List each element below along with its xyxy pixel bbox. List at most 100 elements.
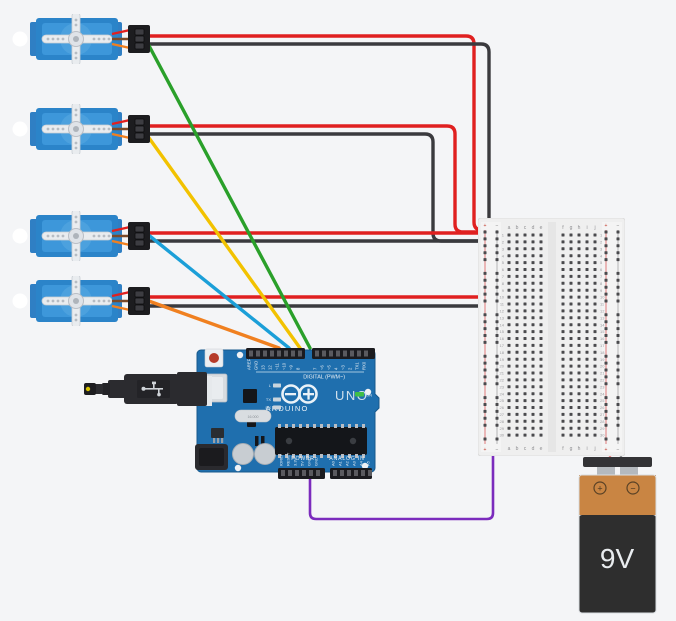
svg-text:8: 8: [296, 367, 301, 370]
svg-text:j: j: [593, 225, 595, 231]
arduino-logo: [281, 384, 318, 404]
svg-text:12: 12: [268, 365, 273, 370]
svg-text:~6: ~6: [320, 365, 325, 370]
svg-text:14: 14: [500, 322, 505, 327]
svg-text:f: f: [562, 225, 564, 231]
svg-text:26: 26: [500, 405, 505, 410]
svg-text:29: 29: [500, 426, 505, 431]
svg-text:IOREF: IOREF: [279, 453, 284, 466]
svg-text:9: 9: [600, 288, 603, 293]
svg-text:10: 10: [500, 295, 505, 300]
usb-cable[interactable]: [82, 368, 212, 413]
svg-text:23: 23: [500, 384, 505, 389]
svg-text:15: 15: [500, 329, 505, 334]
svg-text:15: 15: [600, 329, 605, 334]
svg-text:~3: ~3: [341, 365, 346, 370]
servo-motor-3[interactable]: [8, 211, 168, 261]
crystal-label: 16.000: [248, 415, 259, 419]
svg-text:13: 13: [500, 315, 505, 320]
svg-text:18: 18: [600, 350, 605, 355]
svg-text:5: 5: [502, 260, 505, 265]
svg-text:g: g: [570, 446, 573, 452]
battery-9v[interactable]: + − 9V: [575, 455, 660, 615]
svg-text:GND: GND: [314, 457, 319, 466]
svg-text:a: a: [508, 225, 511, 231]
svg-text:13: 13: [261, 365, 266, 370]
atmega-ic: [275, 427, 367, 455]
svg-text:RESET: RESET: [286, 452, 291, 466]
svg-text:17: 17: [600, 343, 605, 348]
svg-text:16: 16: [500, 336, 505, 341]
battery-minus-marker: −: [630, 484, 635, 494]
svg-text:4: 4: [502, 253, 505, 258]
svg-text:23: 23: [600, 384, 605, 389]
svg-text:A2: A2: [345, 460, 350, 466]
svg-text:27: 27: [500, 412, 505, 417]
svg-text:2: 2: [348, 367, 353, 370]
digital-header-label: DIGITAL (PWM~): [303, 375, 345, 381]
svg-text:−: −: [496, 447, 499, 453]
analog-header-label: ANALOG IN: [329, 456, 364, 462]
svg-text:1: 1: [600, 233, 603, 238]
led-l-label: L: [269, 383, 272, 388]
svg-text:7: 7: [502, 274, 505, 279]
svg-text:h: h: [578, 446, 581, 452]
svg-text:20: 20: [600, 364, 605, 369]
svg-text:11: 11: [600, 302, 605, 307]
arduino-model-label: UNO: [335, 388, 368, 403]
svg-text:10: 10: [600, 295, 605, 300]
svg-text:c: c: [524, 446, 527, 452]
svg-text:A1: A1: [338, 460, 343, 466]
svg-text:28: 28: [600, 419, 605, 424]
servo-motor-1[interactable]: [8, 14, 168, 64]
svg-text:21: 21: [600, 371, 605, 376]
svg-text:27: 27: [600, 412, 605, 417]
battery-graphic: + − 9V: [578, 457, 657, 614]
svg-text:d: d: [532, 446, 535, 452]
svg-text:22: 22: [500, 378, 505, 383]
usb-cable-graphic: [84, 372, 212, 406]
svg-text:−: −: [496, 223, 499, 229]
svg-text:A0: A0: [331, 460, 336, 466]
svg-text:c: c: [524, 225, 527, 231]
svg-text:i: i: [586, 446, 587, 452]
svg-text:~5: ~5: [327, 365, 332, 370]
led-on-label: ON: [366, 393, 372, 398]
svg-text:5: 5: [600, 260, 603, 265]
svg-text:3.3V: 3.3V: [293, 457, 298, 466]
svg-text:11: 11: [500, 302, 505, 307]
svg-text:3: 3: [600, 246, 603, 251]
svg-text:4: 4: [600, 253, 603, 258]
svg-text:−: −: [617, 223, 620, 229]
svg-text:i: i: [586, 225, 587, 231]
led-tx-label: TX: [266, 397, 271, 402]
servo-4-graphic: [12, 276, 150, 326]
svg-text:26: 26: [600, 405, 605, 410]
wire-servo1-ground: [148, 42, 494, 241]
servo-motor-2[interactable]: [8, 104, 168, 154]
svg-text:~11: ~11: [275, 363, 280, 370]
svg-text:19: 19: [500, 357, 505, 362]
svg-text:12: 12: [500, 309, 505, 314]
svg-text:f: f: [562, 446, 564, 452]
svg-text:A4: A4: [359, 460, 364, 466]
battery-voltage-label: 9V: [600, 543, 635, 574]
svg-text:8: 8: [600, 281, 603, 286]
usb-icon: [141, 381, 163, 397]
svg-text:30: 30: [600, 433, 605, 438]
svg-text:+: +: [484, 223, 487, 229]
power-header-label: POWER: [291, 456, 315, 462]
servo-motor-4[interactable]: [8, 276, 168, 326]
svg-text:21: 21: [500, 371, 505, 376]
svg-text:7: 7: [313, 367, 318, 370]
svg-text:29: 29: [600, 426, 605, 431]
svg-text:e: e: [540, 225, 543, 231]
svg-text:3: 3: [502, 246, 505, 251]
wire-servo1-signal-green: [145, 40, 312, 350]
svg-text:2: 2: [502, 240, 505, 245]
svg-text:+: +: [484, 447, 487, 453]
